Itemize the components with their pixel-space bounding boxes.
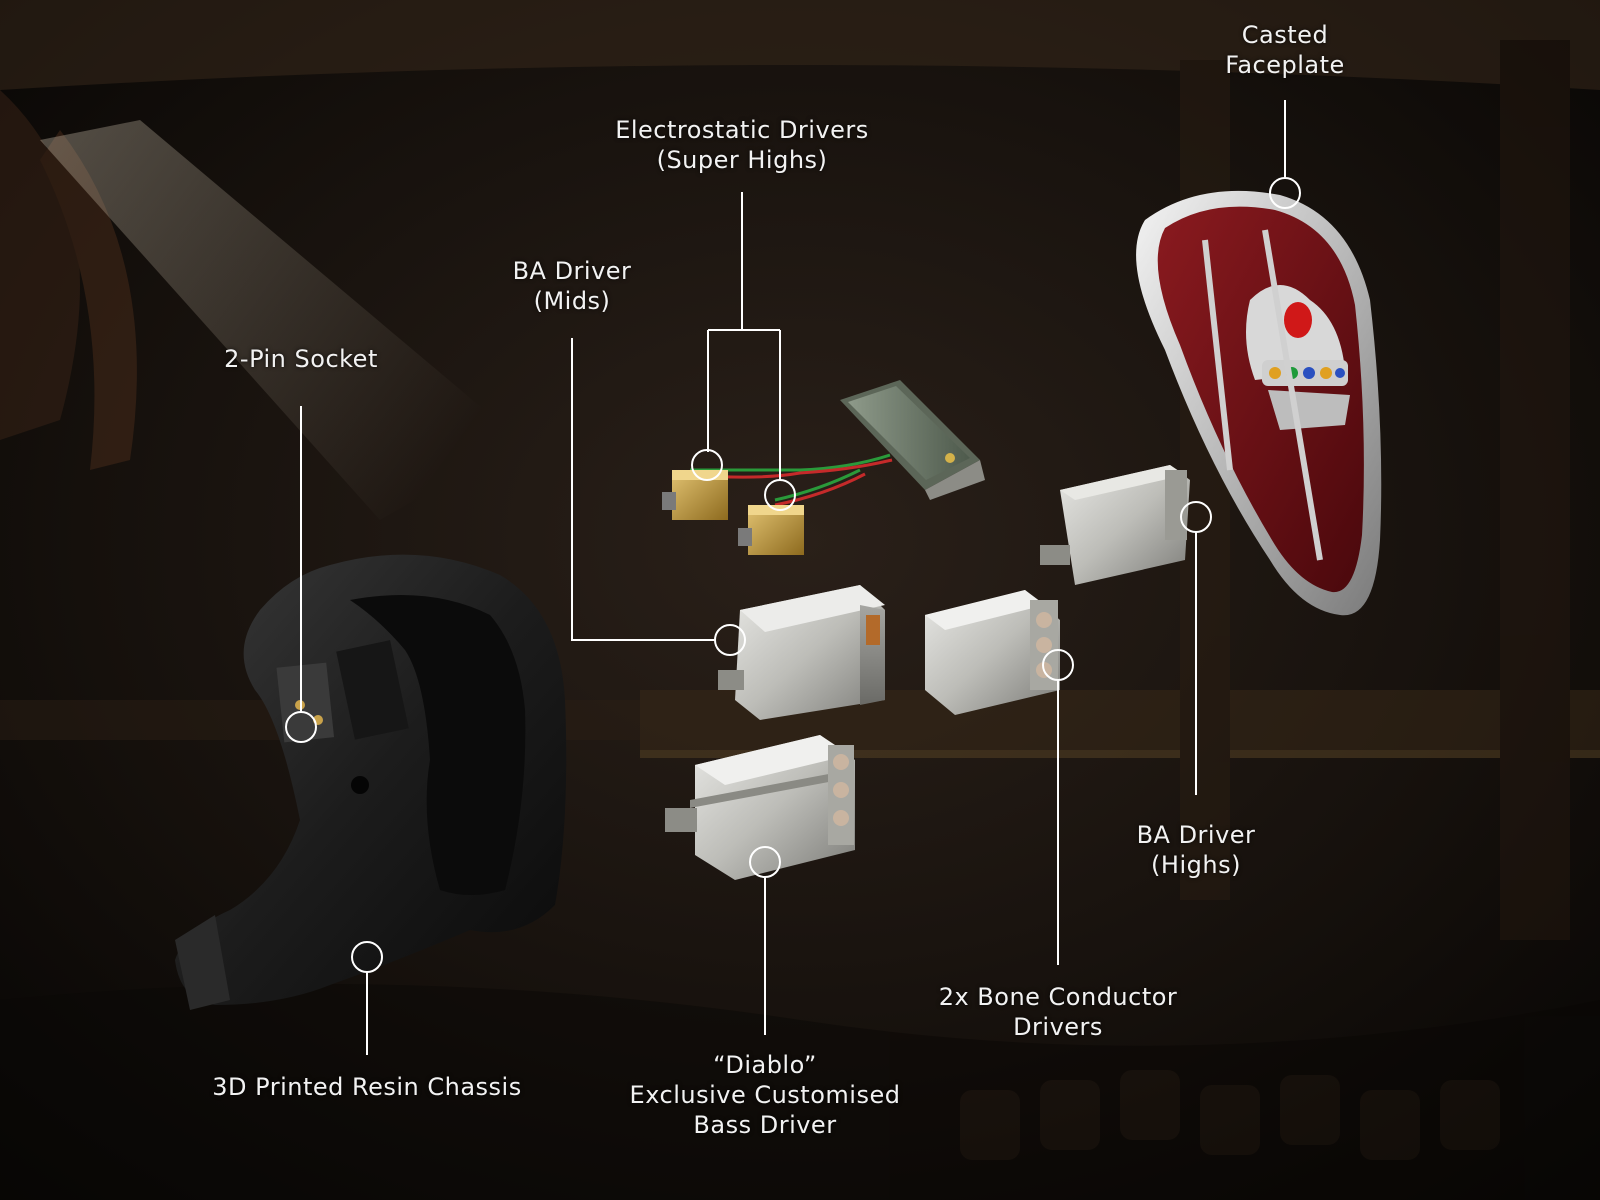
- leader-ba-mids: [571, 338, 715, 641]
- electrostatic-housing: [840, 380, 985, 500]
- label-resin-chassis: 3D Printed Resin Chassis: [212, 1073, 522, 1101]
- ba-driver-mids: [718, 585, 885, 720]
- leader-electrostatic: [707, 192, 781, 480]
- resin-chassis: [175, 554, 567, 1010]
- callout-two-pin: [285, 711, 317, 743]
- stage-light-beam: [40, 120, 520, 520]
- leader-lines: [285, 100, 1301, 1055]
- electrostatic-drivers: [662, 380, 985, 555]
- label-bone-conductor-drivers: 2x Bone Conductor Drivers: [938, 983, 1178, 1041]
- crown-emblem: [1202, 229, 1350, 561]
- diablo-bass-driver: [665, 735, 855, 880]
- label-two-pin-socket: 2-Pin Socket: [224, 345, 378, 373]
- callout-ba-mids: [714, 624, 746, 656]
- callout-ba-highs: [1180, 501, 1212, 533]
- label-casted-faceplate: Casted Faceplate: [1225, 21, 1345, 79]
- casted-faceplate: [1136, 190, 1382, 616]
- bone-conductor-drivers: [925, 590, 1060, 715]
- label-ba-driver-highs: BA Driver (Highs): [1136, 821, 1256, 879]
- ba-driver-highs: [1040, 465, 1190, 585]
- callout-electrostatic-1: [691, 449, 723, 481]
- callout-electrostatic-2: [764, 479, 796, 511]
- callout-chassis: [351, 941, 383, 973]
- label-ba-driver-mids: BA Driver (Mids): [512, 257, 632, 315]
- callout-diablo: [749, 846, 781, 878]
- label-diablo-bass-driver: “Diablo” Exclusive Customised Bass Drive…: [629, 1051, 901, 1139]
- label-electrostatic-drivers: Electrostatic Drivers (Super Highs): [615, 116, 869, 174]
- callout-faceplate: [1269, 177, 1301, 209]
- callout-bone: [1042, 649, 1074, 681]
